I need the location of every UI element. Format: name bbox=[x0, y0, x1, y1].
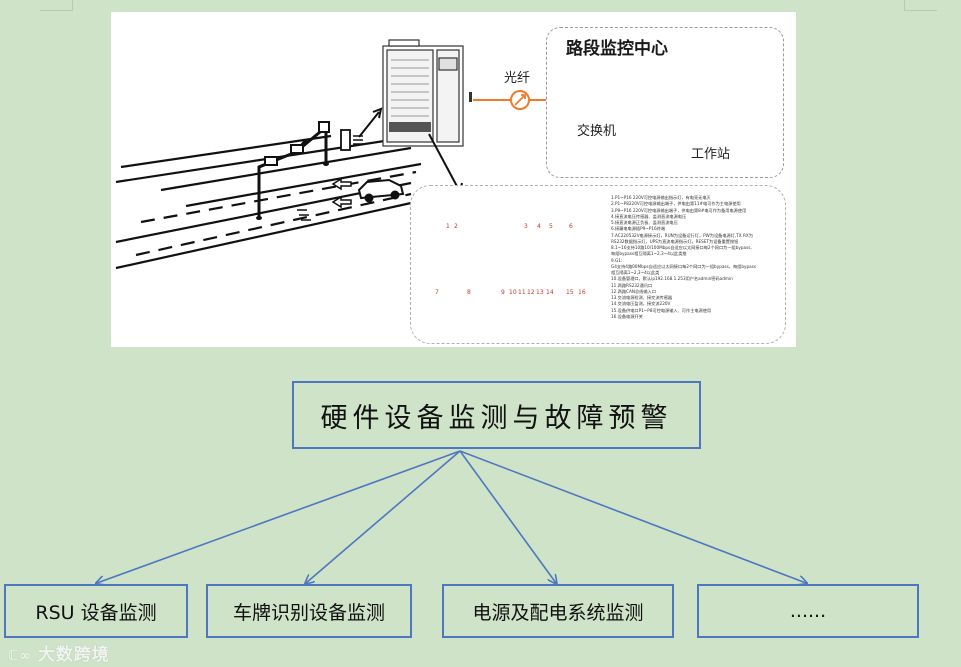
panel-number: 11 bbox=[518, 289, 526, 296]
root-node: 硬件设备监测与故障预警 bbox=[292, 381, 701, 449]
watermark-logo: ℂ∞ 大数跨境 bbox=[8, 640, 110, 665]
panel-number: 9 bbox=[501, 289, 505, 296]
spec-note: 16.设备电源开关 bbox=[611, 313, 643, 319]
child-node-label: 车牌识别设备监测 bbox=[232, 601, 385, 624]
panel-number: 16 bbox=[578, 289, 586, 296]
spec-note: 1.P1~P16 220V可控电源输出指示灯，有电亮无电灭 bbox=[611, 195, 711, 200]
spec-note: 4.接直流电压传感器、监测直流电源电压 bbox=[611, 213, 687, 219]
corner-crop-mark-right bbox=[904, 0, 937, 11]
device-detail-frame bbox=[410, 185, 786, 344]
child-node-power-system: 电源及配电系统监测 bbox=[442, 584, 674, 638]
connector-arrow bbox=[306, 450, 461, 583]
child-node-plate-recognition: 车牌识别设备监测 bbox=[206, 584, 412, 638]
traffic-direction-arrows bbox=[331, 177, 352, 209]
spec-note: 7.AC220532V电源接示灯，RUN为设备运行灯，PW为设备电源灯,TX R… bbox=[611, 232, 753, 238]
spec-note: 11.两路RS232通讯口 bbox=[611, 282, 653, 288]
spec-note: 3.P9~P16 220V可控电源输出端子，供电由第8#电可作为备用电源使用 bbox=[611, 207, 747, 213]
panel-number: 5 bbox=[549, 223, 553, 230]
panel-number: 4 bbox=[537, 223, 541, 230]
system-figure: 路段监控中心 光纤 交换机 工作站 1 2 3 4 5 6 7 8 9 10 1… bbox=[111, 12, 796, 347]
workstation-label: 工作站 bbox=[691, 147, 731, 162]
panel-number: 15 bbox=[566, 289, 574, 296]
child-node-label: ...... bbox=[789, 600, 827, 622]
monitoring-center-frame bbox=[546, 27, 784, 178]
spec-note: 每组bypass相互隔离1~2,3~4以此类推 bbox=[611, 251, 687, 257]
root-node-label: 硬件设备监测与故障预警 bbox=[320, 402, 673, 434]
watermark-symbol-icon: ℂ∞ bbox=[8, 648, 38, 664]
connector-arrow bbox=[459, 450, 556, 583]
panel-number: 2 bbox=[454, 223, 458, 230]
spec-note: 15.设备供电口P1~P8可控电源输入、可作主电源使用 bbox=[611, 307, 712, 313]
spec-note: 2.P1~P8220V可控电源输出端子，供电由第11#电可作为主电源使用 bbox=[611, 201, 741, 207]
monitoring-center-title: 路段监控中心 bbox=[566, 39, 668, 59]
spec-note: 12.两路CAN总线输入口 bbox=[611, 288, 656, 294]
child-node-more: ...... bbox=[697, 584, 919, 638]
panel-number: 6 bbox=[569, 223, 573, 230]
spec-note: 8.1~16支持10路10/100Mbps自适应以太网接口每2个网口为一组byp… bbox=[611, 245, 752, 250]
spec-note: 6.接漏电电源插P9~P16终端 bbox=[611, 226, 666, 232]
spec-note: 相互隔离1~2,3~4以此类 bbox=[611, 270, 660, 275]
watermark-text: 大数跨境 bbox=[37, 645, 110, 665]
panel-number: 7 bbox=[435, 289, 439, 296]
child-node-rsu: RSU 设备监测 bbox=[4, 584, 188, 638]
spec-note: 14.交流电压监测，接交流220V bbox=[611, 301, 671, 307]
child-node-label: 电源及配电系统监测 bbox=[472, 601, 644, 624]
panel-number: 8 bbox=[467, 289, 471, 296]
device-spec-notes: 1.P1~P16 220V可控电源输出指示灯，有电亮无电灭 2.P1~P8220… bbox=[611, 195, 793, 320]
panel-number: 3 bbox=[524, 223, 528, 230]
spec-note: 13.交流电源检测、接交流传感器 bbox=[611, 295, 673, 300]
spec-note: 5.接直流电源正负极、监测直流电压 bbox=[611, 220, 678, 225]
spec-note: 9.G1: bbox=[611, 257, 623, 263]
connector-arrow bbox=[459, 450, 806, 583]
rsu-antenna-icon bbox=[264, 156, 278, 166]
panel-number: 10 bbox=[509, 289, 517, 296]
corner-crop-mark-left bbox=[40, 0, 73, 11]
spec-note: 10.设备管理口，默认ip192.168.1.253用户名admin密码admi… bbox=[611, 276, 733, 282]
child-node-label: RSU 设备监测 bbox=[35, 601, 157, 624]
spec-note: G4支持4路00Mbps自适应以太网接口每2个网口为一组bypass，每组byp… bbox=[611, 263, 757, 269]
connector-arrow bbox=[97, 450, 461, 583]
vehicle-icon bbox=[357, 178, 405, 203]
switch-label: 交换机 bbox=[577, 124, 617, 139]
panel-number: 14 bbox=[546, 289, 554, 296]
spec-note: RS232数据指示灯，UPS为直流电源指示灯，RESET为设备重置按钮 bbox=[611, 238, 739, 244]
camera-icon bbox=[340, 129, 351, 151]
panel-number: 13 bbox=[536, 289, 544, 296]
fiber-label: 光纤 bbox=[504, 71, 531, 86]
panel-number: 12 bbox=[527, 289, 535, 296]
panel-number: 1 bbox=[446, 223, 450, 230]
